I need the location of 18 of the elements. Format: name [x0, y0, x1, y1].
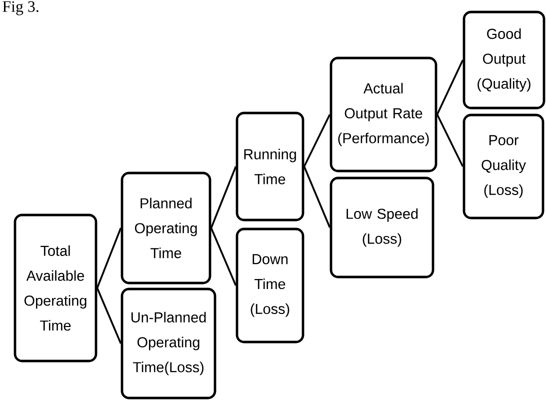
process-box: Actual Output Rate (Performance)	[330, 56, 438, 172]
connector-line	[210, 228, 237, 286]
process-box: Planned Operating Time	[120, 172, 212, 284]
process-box: Total Available Operating Time	[14, 214, 98, 362]
connector-line	[436, 60, 464, 115]
connector-line	[210, 166, 237, 228]
connector-line	[96, 288, 122, 344]
connector-line	[303, 166, 331, 228]
connector-line	[436, 114, 464, 167]
process-box: Poor Quality (Loss)	[462, 114, 544, 220]
process-box: Good Output (Quality)	[462, 10, 546, 110]
connector-line	[96, 228, 122, 288]
process-box: Down Time (Loss)	[236, 228, 304, 344]
connector-line	[303, 114, 331, 167]
process-box: Low Speed (Loss)	[330, 176, 434, 278]
figure-title: Fig 3.	[2, 1, 38, 16]
process-box: Running Time	[236, 112, 304, 222]
process-box: Un-Planned Operating Time(Loss)	[120, 288, 216, 400]
